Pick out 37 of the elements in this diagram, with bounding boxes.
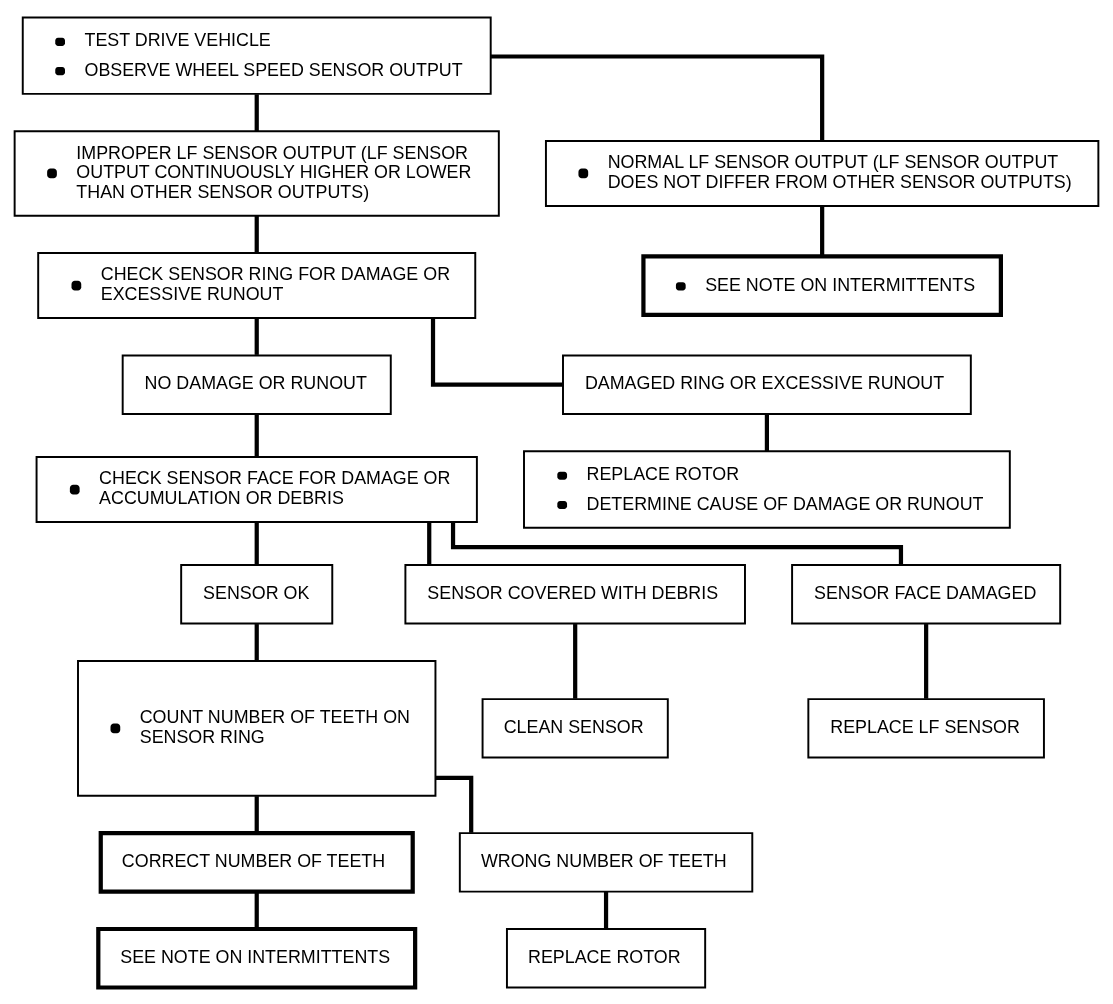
node-box: DAMAGED RING OR EXCESSIVE RUNOUT — [562, 354, 972, 415]
connector — [254, 318, 259, 355]
connector — [254, 795, 259, 833]
node-box: SENSOR FACE DAMAGED — [791, 563, 1062, 625]
node-box: TEST DRIVE VEHICLE OBSERVE WHEEL SPEED SENSOR OUTPUT — [21, 16, 492, 95]
node-box: REPLACE ROTOR DETERMINE CAUSE OF DAMAGE OR RUNOUT — [523, 449, 1011, 529]
connector — [254, 623, 259, 661]
connector — [450, 521, 904, 565]
node-box: SEE NOTE ON INTERMITTENTS — [96, 926, 418, 990]
node-box: NORMAL LF SENSOR OUTPUT (LF SENSOR OUTPUT DOES NOT DIFFER FROM OTHER SENSOR OUTPUTS) — [544, 139, 1100, 207]
connector — [254, 891, 259, 928]
node-box: CLEAN SENSOR — [481, 697, 669, 759]
connector — [573, 623, 578, 699]
node-box: SENSOR OK — [180, 563, 334, 625]
connector — [430, 318, 563, 387]
node-box: IMPROPER LF SENSOR OUTPUT (LF SENSOR OUTPUT CONTINUOUSLY HIGHER OR LOWER THAN OTHER SENSOR OUTPUTS) — [13, 129, 500, 217]
connector — [603, 891, 609, 928]
connector — [254, 413, 259, 456]
node-box: CORRECT NUMBER OF TEETH — [98, 830, 415, 894]
node-box: SENSOR COVERED WITH DEBRIS — [404, 563, 746, 625]
connector — [427, 521, 432, 565]
connector — [924, 623, 929, 699]
connector — [490, 53, 825, 141]
node-box: SEE NOTE ON INTERMITTENTS — [641, 253, 1003, 317]
connector — [254, 93, 259, 131]
node-box: REPLACE LF SENSOR — [807, 697, 1045, 759]
connector — [435, 775, 474, 833]
node-box: COUNT NUMBER OF TEETH ON SENSOR RING — [77, 659, 437, 797]
node-box: CHECK SENSOR RING FOR DAMAGE OR EXCESSIVE RUNOUT — [37, 251, 477, 319]
connector — [820, 206, 825, 256]
node-box: NO DAMAGE OR RUNOUT — [121, 354, 392, 415]
connector — [254, 215, 259, 253]
node-box: REPLACE ROTOR — [505, 927, 707, 988]
connector — [764, 413, 769, 451]
connector — [254, 521, 259, 565]
node-box: WRONG NUMBER OF TEETH — [458, 831, 754, 893]
node-box: CHECK SENSOR FACE FOR DAMAGE OR ACCUMULATION OR DEBRIS — [35, 455, 478, 523]
